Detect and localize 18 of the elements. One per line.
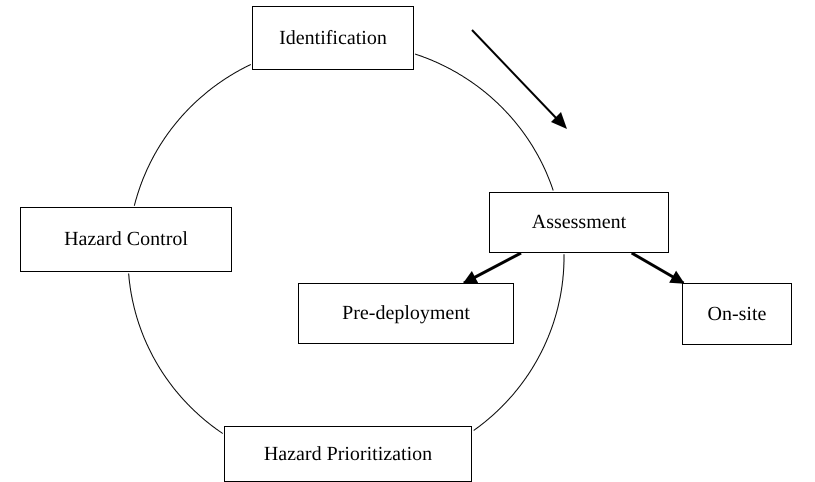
node-label: Assessment xyxy=(532,211,626,234)
cycle-arc xyxy=(473,254,564,431)
node-label: Pre-deployment xyxy=(342,302,470,325)
node-label: Hazard Prioritization xyxy=(264,442,432,466)
process-box xyxy=(682,283,792,345)
arrow xyxy=(462,252,522,284)
node-label: Identification xyxy=(279,26,387,50)
cycle-arc xyxy=(414,54,554,191)
node-label: On-site xyxy=(708,302,766,326)
cycle-arc xyxy=(128,273,224,434)
cycle-arc xyxy=(134,64,252,206)
process-box xyxy=(20,207,232,272)
process-box xyxy=(489,192,669,253)
process-box xyxy=(252,6,414,70)
node-label: Hazard Control xyxy=(64,228,188,251)
process-box xyxy=(298,283,514,344)
arrow xyxy=(630,252,685,284)
process-box xyxy=(224,426,472,482)
